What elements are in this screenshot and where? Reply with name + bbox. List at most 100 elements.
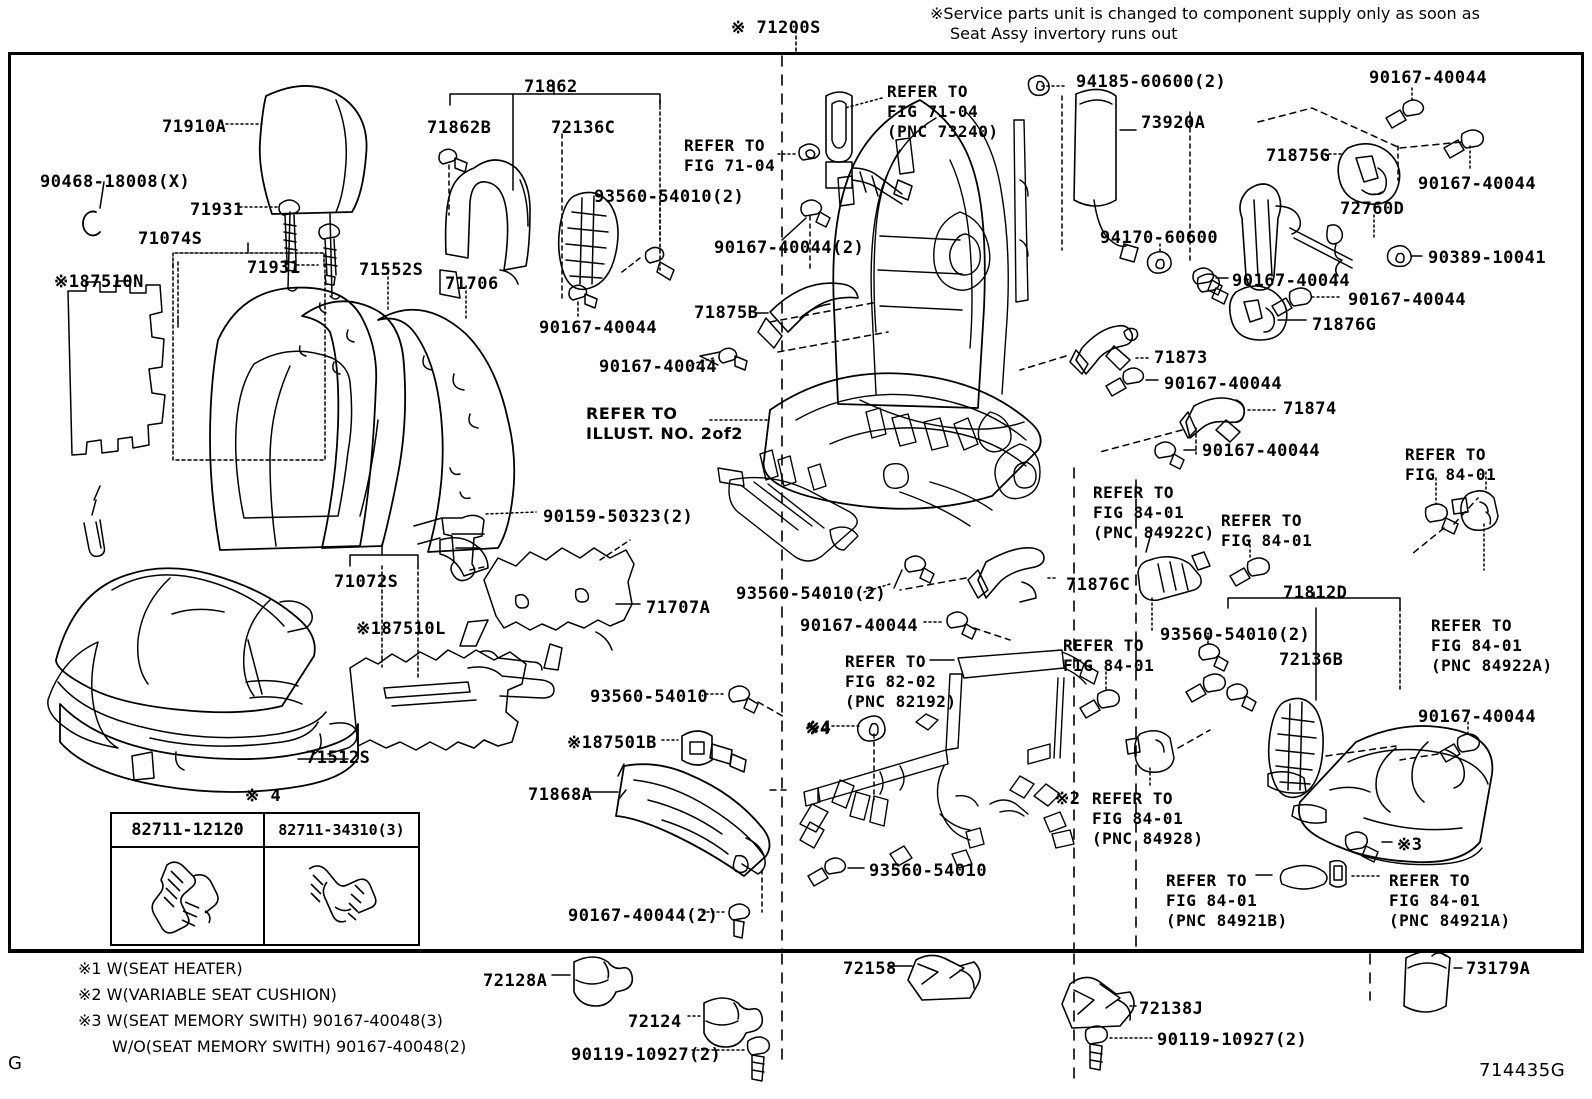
service-note-line2: Seat Assy invertory runs out [950, 24, 1178, 43]
part-callout-90119109272: 90119-10927(2) [571, 1045, 722, 1065]
refer-to-pnc: (PNC 84921B) [1166, 911, 1288, 930]
part-callout-72124: 72124 [628, 1012, 682, 1032]
part-callout-71874: 71874 [1283, 399, 1337, 419]
refer-to-line1: REFER TO [887, 82, 969, 101]
refer-to-pnc: (PNC 84921A) [1389, 911, 1511, 930]
part-callout-71868a: 71868A [528, 785, 593, 805]
refer-to-line1: REFER TO [1166, 871, 1248, 890]
cap-72124 [703, 997, 764, 1048]
part-callout-90167400442: 90167-40044(2) [714, 238, 865, 258]
part-callout-9016740044: 90167-40044 [1369, 68, 1488, 88]
part-callout-71512s: 71512S [306, 748, 371, 768]
part-callout-3: ※3 [1397, 835, 1423, 855]
refer-to-pnc: (PNC 84922C) [1093, 523, 1215, 542]
bolt-90119-10927-b [1084, 1025, 1109, 1071]
refer-to-line2: FIG 82-02 [845, 672, 937, 691]
part-callout-71910a: 71910A [162, 117, 227, 137]
part-callout-90167400442: 90167-40044(2) [568, 906, 719, 926]
part-callout-72138j: 72138J [1139, 999, 1204, 1019]
part-callout-94185606002: 94185-60600(2) [1076, 72, 1227, 92]
part-callout-93560540102: 93560-54010(2) [594, 187, 745, 207]
refer-to-line1: REFER TO [1092, 789, 1174, 808]
top-part-reference: ※ 71200S [731, 18, 821, 38]
cap-72128a [573, 956, 634, 1007]
clamp-part-icon-2 [308, 865, 377, 923]
part-callout-72158: 72158 [843, 959, 897, 979]
part-callout-187510l: ※187510L [356, 619, 446, 639]
part-callout-9016740044: 90167-40044 [1164, 374, 1283, 394]
option-table-header-cell-2: 82711-34310(3) [265, 814, 418, 848]
refer-to-line2: FIG 71-04 [887, 102, 979, 121]
part-callout-9356054010: 93560-54010 [869, 861, 988, 881]
part-callout-93560540102: 93560-54010(2) [736, 584, 887, 604]
refer-to-line1: REFER TO [586, 404, 678, 423]
refer-to-pnc: (PNC 84928) [1092, 829, 1204, 848]
refer-to-line2: FIG 84-01 [1389, 891, 1481, 910]
cap-72158 [907, 954, 982, 1001]
part-callout-187510n: ※187510N [54, 272, 144, 292]
option-table-marker: ※ 4 [245, 786, 282, 806]
part-callout-73179a: 73179A [1466, 959, 1531, 979]
cap-72138j [1061, 976, 1135, 1029]
part-callout-71707a: 71707A [646, 598, 711, 618]
clamp-part-icon-1 [150, 861, 219, 934]
refer-to-line2: FIG 84-01 [1221, 531, 1313, 550]
refer-to-line2: FIG 84-01 [1093, 503, 1185, 522]
refer-to-line1: REFER TO [1405, 445, 1487, 464]
refer-to-line1: REFER TO [684, 136, 766, 155]
part-callout-93560540102: 93560-54010(2) [1160, 625, 1311, 645]
legend-note-2: ※2 W(VARIABLE SEAT CUSHION) [78, 985, 337, 1004]
bolt-90119-10927-a [746, 1036, 771, 1082]
part-callout-9016740044: 90167-40044 [800, 616, 919, 636]
corner-mark: G [8, 1053, 23, 1074]
part-callout-71072s: 71072S [334, 572, 399, 592]
part-callout-9046818008x: 90468-18008(X) [40, 172, 191, 192]
refer-to-line1: REFER TO [1093, 483, 1175, 502]
legend-note-3-line2: W/O(SEAT MEMORY SWITH) 90167-40048(2) [112, 1037, 467, 1056]
refer-to-line1: REFER TO [1063, 636, 1145, 655]
part-callout-72128a: 72128A [483, 971, 548, 991]
refer-to-pnc: (PNC 84922A) [1431, 656, 1553, 675]
part-callout-9417060600: 94170-60600 [1100, 228, 1219, 248]
part-callout-9016740044: 90167-40044 [1202, 441, 1321, 461]
service-note-line1: ※Service parts unit is changed to compon… [930, 4, 1480, 23]
option-table-header-cell-1: 82711-12120 [112, 814, 265, 848]
refer-to-line2: FIG 84-01 [1166, 891, 1258, 910]
part-callout-9016740044: 90167-40044 [1348, 290, 1467, 310]
part-callout-71876c: 71876C [1066, 575, 1131, 595]
part-callout-71552s: 71552S [359, 260, 424, 280]
option-table: 82711-12120 82711-34310(3) [110, 812, 420, 946]
part-callout-187501b: ※187501B [567, 733, 657, 753]
refer-to-line2: FIG 71-04 [684, 156, 776, 175]
part-callout-71931: 71931 [190, 200, 244, 220]
option-table-image-cell-1 [112, 848, 265, 946]
part-callout-9016740044: 90167-40044 [1232, 271, 1351, 291]
refer-to-line1: REFER TO [1221, 511, 1303, 530]
part-callout-71876g: 71876G [1312, 315, 1377, 335]
part-callout-72760d: 72760D [1340, 199, 1405, 219]
part-callout-9038910041: 90389-10041 [1428, 248, 1547, 268]
part-callout-73920a: 73920A [1141, 113, 1206, 133]
refer-to-pnc: (PNC 73240) [887, 122, 999, 141]
part-callout-71862b: 71862B [427, 118, 492, 138]
part-callout-71931: 71931 [247, 258, 301, 278]
cap-73179a [1403, 950, 1451, 1013]
part-callout-9016740044: 90167-40044 [1418, 707, 1537, 727]
part-callout-71706: 71706 [445, 274, 499, 294]
sheet-code: 714435G [1479, 1060, 1566, 1081]
refer-to-line1: REFER TO [1389, 871, 1471, 890]
part-callout-71873: 71873 [1154, 348, 1208, 368]
refer-to-line2: ILLUST. NO. 2of2 [586, 424, 743, 443]
legend-note-3-line1: ※3 W(SEAT MEMORY SWITH) 90167-40048(3) [78, 1011, 443, 1030]
refer-to-pnc: (PNC 82192) [845, 692, 957, 711]
part-callout-9356054010: 93560-54010 [590, 687, 709, 707]
